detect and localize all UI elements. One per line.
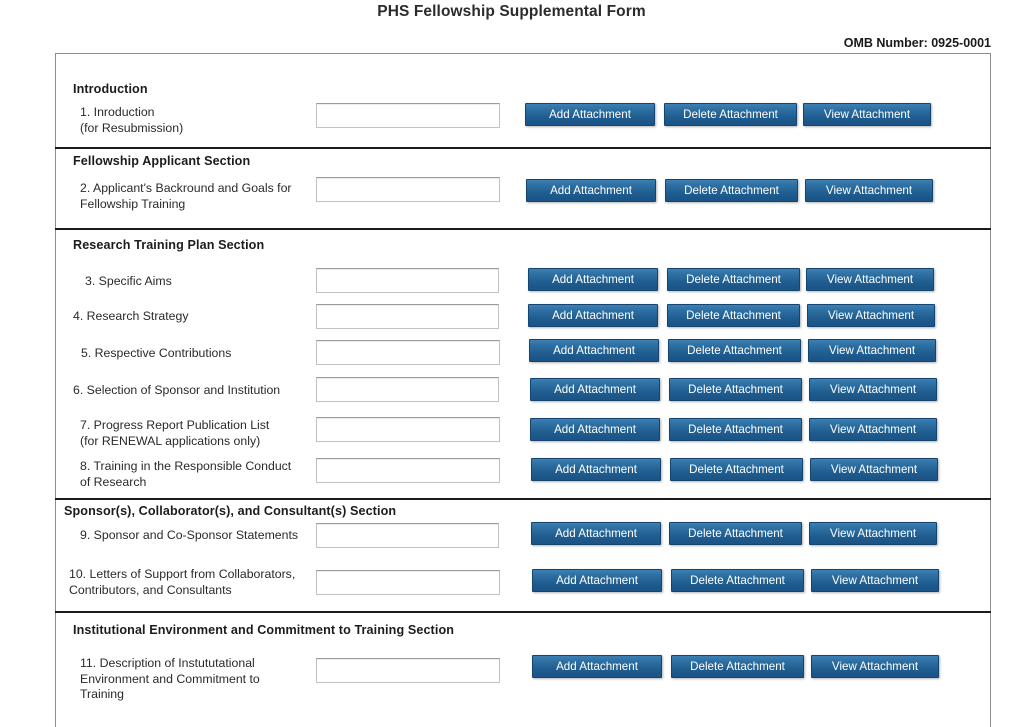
- section-divider: [55, 611, 991, 613]
- add-attachment-button[interactable]: Add Attachment: [530, 418, 660, 441]
- view-attachment-button[interactable]: View Attachment: [809, 522, 937, 545]
- view-attachment-button[interactable]: View Attachment: [811, 569, 939, 592]
- view-attachment-button[interactable]: View Attachment: [803, 103, 931, 126]
- add-attachment-button[interactable]: Add Attachment: [529, 339, 659, 362]
- row-label: 1. Inroduction (for Resubmission): [80, 105, 184, 135]
- row-label: 6. Selection of Sponsor and Institution: [73, 383, 281, 397]
- add-attachment-button[interactable]: Add Attachment: [530, 378, 660, 401]
- omb-number: OMB Number: 0925-0001: [843, 36, 991, 50]
- add-attachment-button[interactable]: Add Attachment: [528, 304, 658, 327]
- add-attachment-button[interactable]: Add Attachment: [531, 458, 661, 481]
- view-attachment-button[interactable]: View Attachment: [809, 418, 937, 441]
- attachment-filename-input[interactable]: [316, 340, 500, 365]
- view-attachment-button[interactable]: View Attachment: [809, 378, 937, 401]
- row-label: 9. Sponsor and Co-Sponsor Statements: [80, 528, 299, 542]
- add-attachment-button[interactable]: Add Attachment: [525, 103, 655, 126]
- section-divider: [55, 228, 991, 230]
- add-attachment-button[interactable]: Add Attachment: [531, 522, 661, 545]
- delete-attachment-button[interactable]: Delete Attachment: [664, 103, 797, 126]
- delete-attachment-button[interactable]: Delete Attachment: [668, 339, 801, 362]
- attachment-filename-input[interactable]: [316, 377, 499, 402]
- section-title: Introduction: [73, 82, 148, 96]
- row-label: 5. Respective Contributions: [81, 346, 232, 360]
- delete-attachment-button[interactable]: Delete Attachment: [669, 378, 802, 401]
- section-title: Sponsor(s), Collaborator(s), and Consult…: [64, 504, 397, 518]
- view-attachment-button[interactable]: View Attachment: [805, 179, 933, 202]
- attachment-filename-input[interactable]: [316, 458, 500, 483]
- delete-attachment-button[interactable]: Delete Attachment: [667, 268, 800, 291]
- view-attachment-button[interactable]: View Attachment: [806, 268, 934, 291]
- view-attachment-button[interactable]: View Attachment: [811, 655, 939, 678]
- delete-attachment-button[interactable]: Delete Attachment: [667, 304, 800, 327]
- row-label: 11. Description of Instututational Envir…: [80, 656, 260, 701]
- attachment-filename-input[interactable]: [316, 523, 499, 548]
- row-label: 4. Research Strategy: [73, 309, 189, 323]
- page-title: PHS Fellowship Supplemental Form: [377, 3, 646, 20]
- attachment-filename-input[interactable]: [316, 658, 500, 683]
- delete-attachment-button[interactable]: Delete Attachment: [665, 179, 798, 202]
- section-divider: [55, 498, 991, 500]
- row-label: 3. Specific Aims: [85, 274, 172, 288]
- row-label: 8. Training in the Responsible Conduct o…: [80, 459, 292, 489]
- delete-attachment-button[interactable]: Delete Attachment: [671, 655, 804, 678]
- section-title: Institutional Environment and Commitment…: [73, 623, 455, 637]
- attachment-filename-input[interactable]: [316, 304, 499, 329]
- section-divider: [55, 147, 991, 149]
- attachment-filename-input[interactable]: [316, 417, 500, 442]
- add-attachment-button[interactable]: Add Attachment: [532, 569, 662, 592]
- add-attachment-button[interactable]: Add Attachment: [528, 268, 658, 291]
- section-title: Fellowship Applicant Section: [73, 154, 251, 168]
- delete-attachment-button[interactable]: Delete Attachment: [669, 522, 802, 545]
- delete-attachment-button[interactable]: Delete Attachment: [670, 458, 803, 481]
- row-label: 10. Letters of Support from Collaborator…: [69, 567, 296, 597]
- view-attachment-button[interactable]: View Attachment: [808, 339, 936, 362]
- attachment-filename-input[interactable]: [316, 103, 500, 128]
- row-label: 2. Applicant's Backround and Goals for F…: [80, 181, 292, 211]
- attachment-filename-input[interactable]: [316, 570, 500, 595]
- add-attachment-button[interactable]: Add Attachment: [532, 655, 662, 678]
- view-attachment-button[interactable]: View Attachment: [807, 304, 935, 327]
- attachment-filename-input[interactable]: [316, 177, 500, 202]
- delete-attachment-button[interactable]: Delete Attachment: [669, 418, 802, 441]
- delete-attachment-button[interactable]: Delete Attachment: [671, 569, 804, 592]
- section-title: Research Training Plan Section: [73, 238, 265, 252]
- add-attachment-button[interactable]: Add Attachment: [526, 179, 656, 202]
- view-attachment-button[interactable]: View Attachment: [810, 458, 938, 481]
- row-label: 7. Progress Report Publication List (for…: [80, 418, 270, 448]
- attachment-filename-input[interactable]: [316, 268, 499, 293]
